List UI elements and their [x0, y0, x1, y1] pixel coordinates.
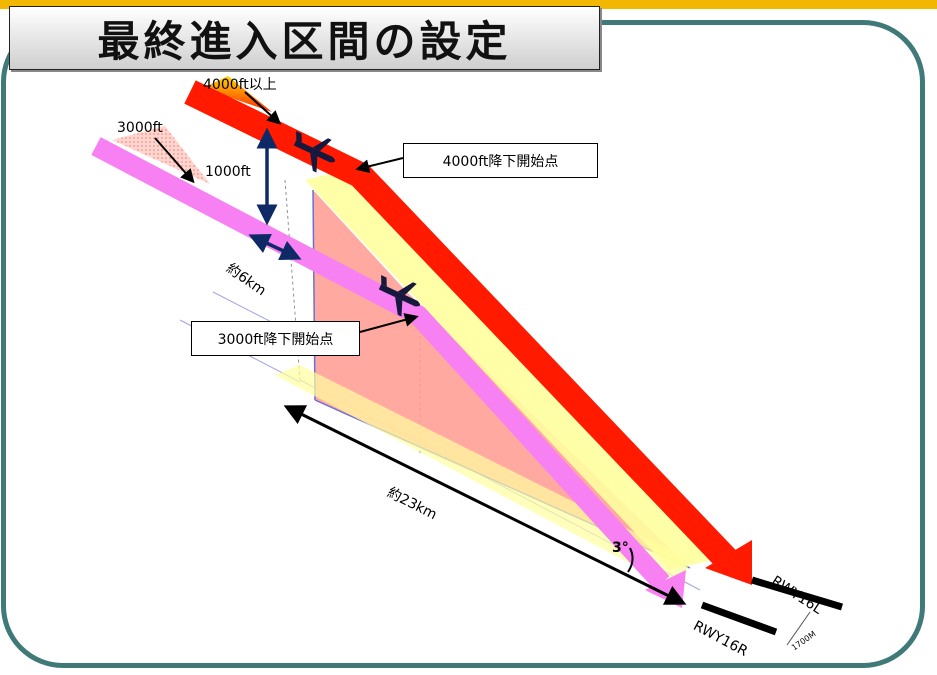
leader-3000 [154, 137, 195, 184]
label-3000ft: 3000ft [117, 120, 163, 136]
airplane-icon [293, 131, 336, 173]
leader-descent-4000 [355, 157, 404, 174]
top-accent-bar [0, 0, 937, 9]
label-angle: 3° [612, 540, 629, 556]
leader-descent-3000 [359, 313, 419, 333]
leader-4000-above [244, 91, 282, 125]
airplane-icon [378, 275, 421, 317]
separation-arrow [248, 233, 302, 261]
approach-plane [313, 190, 690, 568]
page-title: 最終進入区間の設定 [97, 16, 512, 66]
callout-descent-4000: 4000ft降下開始点 [403, 143, 598, 178]
callout-descent-3000-text: 3000ft降下開始点 [217, 331, 334, 348]
runway-16l [750, 576, 844, 611]
label-1000ft: 1000ft [205, 164, 251, 180]
callout-descent-3000: 3000ft降下開始点 [191, 321, 360, 356]
label-4000ft-above: 4000ft以上 [203, 77, 277, 93]
runway-16r [700, 601, 778, 636]
callout-descent-4000-text: 4000ft降下開始点 [442, 153, 559, 170]
flame-wedge-4000 [203, 76, 272, 112]
distance-23km-arrow [283, 405, 687, 605]
title-banner: 最終進入区間の設定 [9, 6, 600, 70]
